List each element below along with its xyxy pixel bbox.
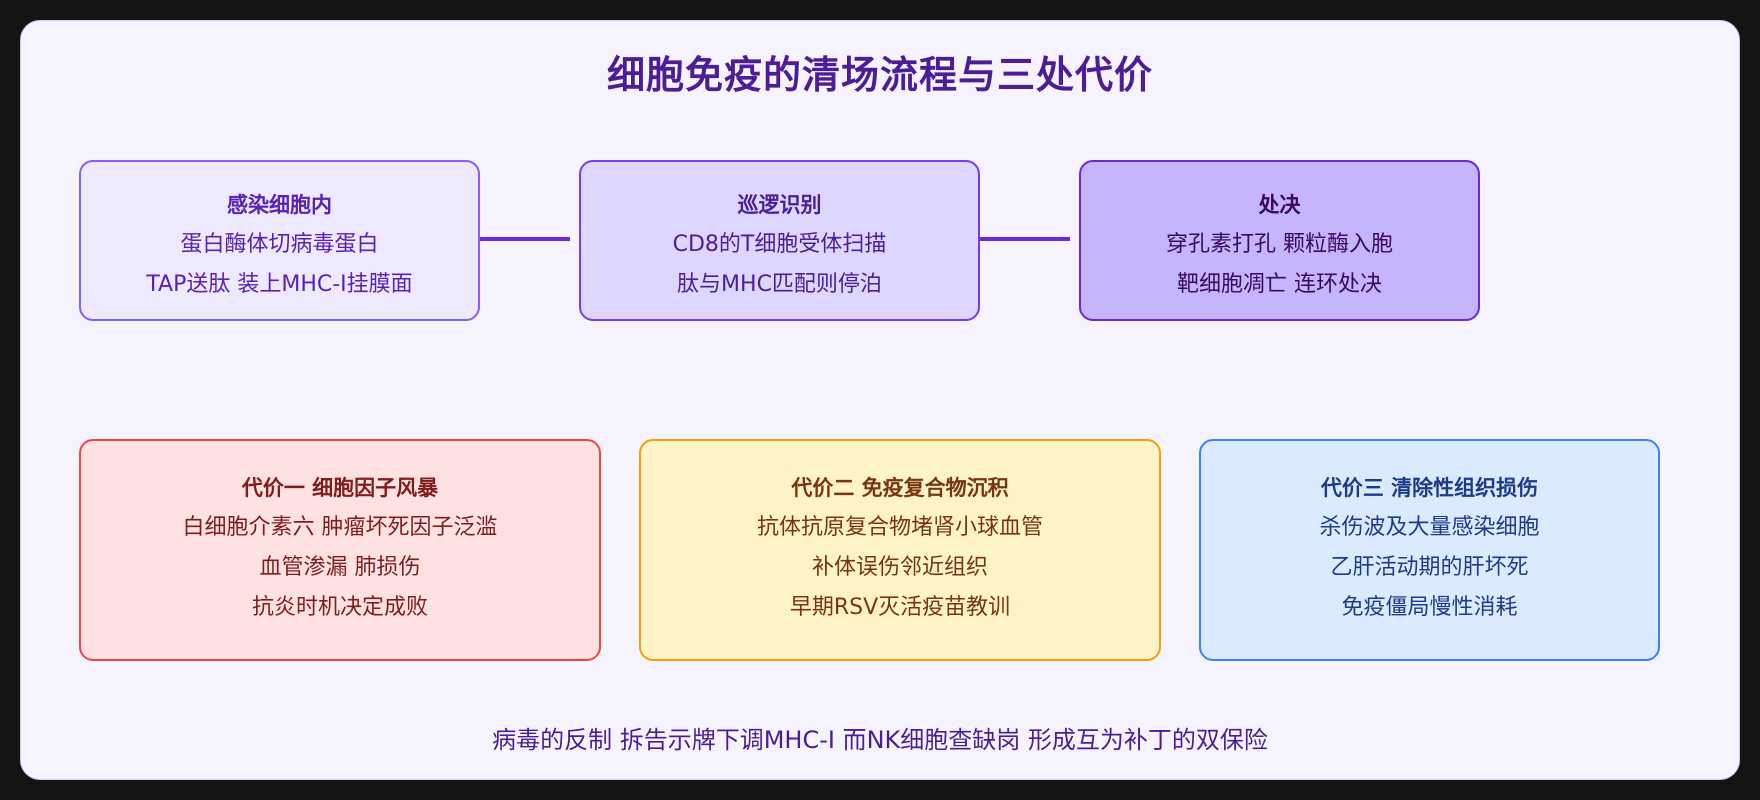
cost-heading: 代价三 清除性组织损伤 bbox=[1320, 476, 1539, 500]
cost-immune-complex: 代价二 免疫复合物沉积 抗体抗原复合物堵肾小球血管 补体误伤邻近组织 早期RSV… bbox=[639, 439, 1161, 661]
cost-line: 免疫僵局慢性消耗 bbox=[1341, 595, 1518, 620]
cost-line: 抗体抗原复合物堵肾小球血管 bbox=[756, 515, 1043, 540]
flow-step-infected-cell: 感染细胞内 蛋白酶体切病毒蛋白 TAP送肽 装上MHC-I挂膜面 bbox=[79, 160, 480, 321]
flow-step-line: 穿孔素打孔 颗粒酶入胞 bbox=[1166, 232, 1393, 257]
cost-cytokine-storm: 代价一 细胞因子风暴 白细胞介素六 肿瘤坏死因子泛滥 血管渗漏 肺损伤 抗炎时机… bbox=[79, 439, 601, 661]
flow-step-line: 靶细胞凋亡 连环处决 bbox=[1177, 272, 1382, 297]
cost-heading: 代价一 细胞因子风暴 bbox=[241, 476, 439, 500]
cost-heading: 代价二 免疫复合物沉积 bbox=[791, 476, 1009, 500]
flow-step-heading: 处决 bbox=[1258, 193, 1301, 217]
diagram-panel bbox=[20, 20, 1740, 780]
cost-line: 血管渗漏 肺损伤 bbox=[259, 555, 421, 580]
flow-step-line: CD8的T细胞受体扫描 bbox=[672, 232, 887, 257]
cost-line: 白细胞介素六 肿瘤坏死因子泛滥 bbox=[182, 515, 498, 540]
cost-line: 抗炎时机决定成败 bbox=[251, 595, 428, 620]
footer-note: 病毒的反制 拆告示牌下调MHC-I 而NK细胞查缺岗 形成互为补丁的双保险 bbox=[492, 726, 1268, 754]
cost-tissue-damage: 代价三 清除性组织损伤 杀伤波及大量感染细胞 乙肝活动期的肝坏死 免疫僵局慢性消… bbox=[1199, 439, 1660, 661]
flow-step-patrol: 巡逻识别 CD8的T细胞受体扫描 肽与MHC匹配则停泊 bbox=[579, 160, 980, 321]
flow-connector bbox=[980, 237, 1070, 241]
flow-step-heading: 感染细胞内 bbox=[227, 193, 332, 217]
flow-connector bbox=[480, 237, 570, 241]
flow-step-line: 蛋白酶体切病毒蛋白 bbox=[180, 232, 379, 257]
flow-step-heading: 巡逻识别 bbox=[737, 193, 822, 217]
cost-line: 杀伤波及大量感染细胞 bbox=[1319, 515, 1540, 540]
cost-line: 补体误伤邻近组织 bbox=[811, 555, 988, 580]
flow-step-line: 肽与MHC匹配则停泊 bbox=[677, 272, 882, 297]
cost-line: 乙肝活动期的肝坏死 bbox=[1330, 555, 1529, 580]
flow-step-line: TAP送肽 装上MHC-I挂膜面 bbox=[146, 272, 413, 297]
cost-line: 早期RSV灭活疫苗教训 bbox=[789, 595, 1011, 620]
diagram-title: 细胞免疫的清场流程与三处代价 bbox=[606, 53, 1153, 97]
flow-step-execution: 处决 穿孔素打孔 颗粒酶入胞 靶细胞凋亡 连环处决 bbox=[1079, 160, 1480, 321]
